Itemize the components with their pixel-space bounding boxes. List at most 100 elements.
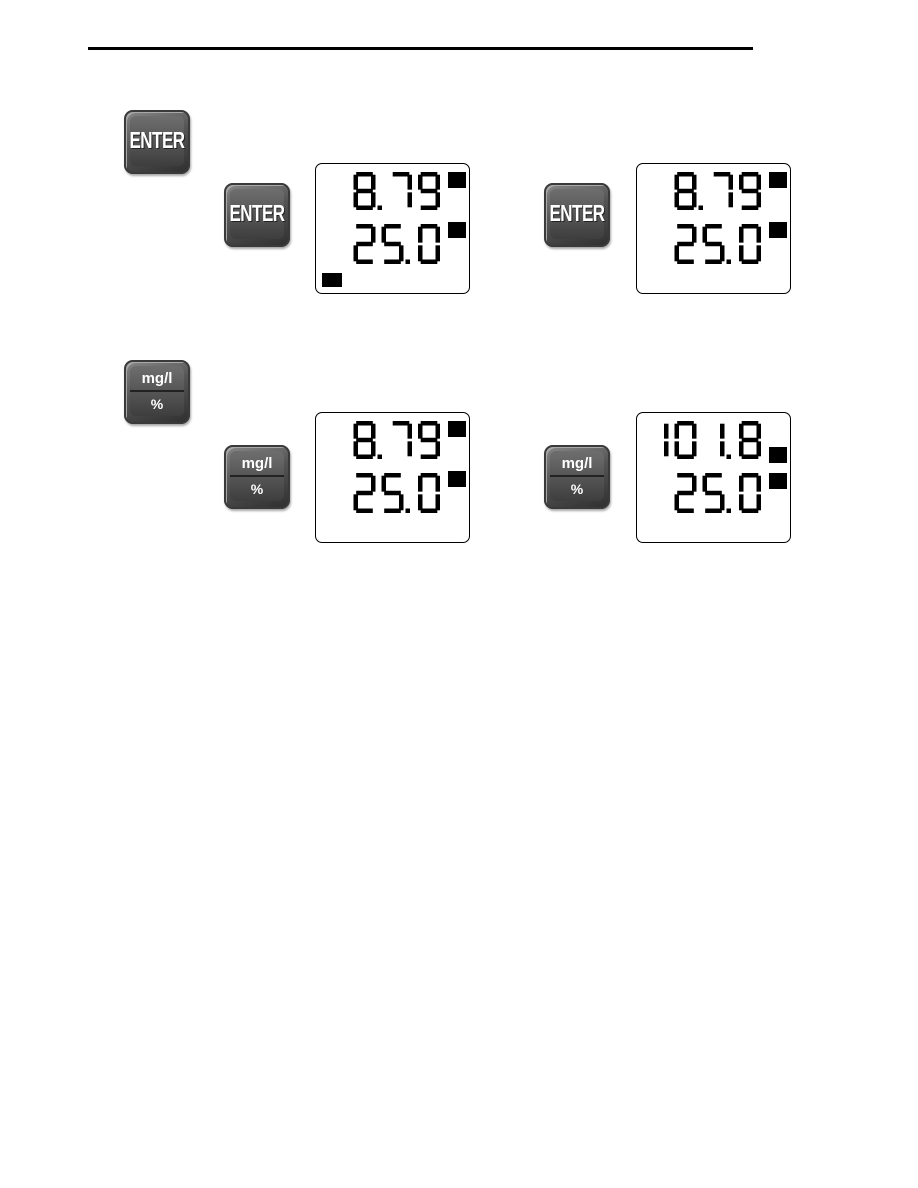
- lcd-segment: [677, 189, 694, 194]
- lcd-segment: [421, 473, 438, 478]
- lcd-segment: [384, 473, 401, 478]
- lcd-segment: [418, 227, 423, 243]
- lcd-segment: [742, 224, 759, 229]
- lcd-segment: [739, 245, 744, 261]
- mg-pct-key-small[interactable]: mg/l %: [224, 445, 290, 509]
- lcd-segment: [742, 206, 759, 211]
- lcd-segment: [692, 227, 697, 243]
- lcd-segment: [664, 441, 669, 456]
- lcd-segment: [757, 441, 762, 456]
- lcd-decimal-point: [378, 206, 383, 211]
- lcd-segment: [677, 260, 694, 265]
- lcd-segment: [354, 494, 359, 510]
- lcd-segment: [436, 476, 441, 492]
- mg-key-label: mg/l: [130, 366, 184, 392]
- lcd-segment: [692, 192, 697, 207]
- lcd-segment: [677, 509, 694, 514]
- lcd-segment: [757, 424, 762, 439]
- lcd-segment: [675, 441, 680, 456]
- lcd-segment: [421, 260, 438, 265]
- lcd-segment: [418, 494, 423, 510]
- lcd-segment: [393, 421, 410, 426]
- lcd-segment: [436, 192, 441, 207]
- lcd-segment: [677, 224, 694, 229]
- lcd-segment: [742, 509, 759, 514]
- lcd-segment: [757, 175, 762, 190]
- lcd-segment: [692, 175, 697, 190]
- lcd-segment: [354, 192, 359, 207]
- mg-pct-key[interactable]: mg/l %: [124, 360, 190, 424]
- lcd-status-indicator: [322, 273, 342, 287]
- lcd-decimal-point: [699, 206, 704, 211]
- lcd-segment: [421, 438, 438, 443]
- lcd-segment: [692, 441, 697, 456]
- enter-key-small[interactable]: ENTER: [544, 183, 610, 247]
- lcd-annunciator: [769, 222, 787, 238]
- lcd-segment: [356, 206, 373, 211]
- lcd-segment: [675, 175, 680, 190]
- lcd-segment: [408, 175, 413, 190]
- lcd-segment: [742, 172, 759, 177]
- lcd-segment: [739, 175, 744, 190]
- lcd-decimal-point: [727, 455, 732, 460]
- lcd-segment: [399, 494, 404, 510]
- mg-pct-key-small[interactable]: mg/l %: [544, 445, 610, 509]
- enter-key-small[interactable]: ENTER: [224, 183, 290, 247]
- lcd-segment: [705, 491, 722, 496]
- lcd-segment: [720, 441, 725, 456]
- lcd-segment: [705, 509, 722, 514]
- lcd-segment: [677, 242, 694, 247]
- lcd-display-mg: [315, 412, 470, 543]
- lcd-decimal-point: [406, 509, 411, 514]
- lcd-segment: [356, 473, 373, 478]
- lcd-segment: [720, 424, 725, 439]
- lcd-annunciator: [769, 172, 787, 188]
- lcd-segment: [677, 491, 694, 496]
- lcd-segment: [408, 441, 413, 456]
- lcd-segment: [421, 455, 438, 460]
- lcd-segment: [354, 424, 359, 439]
- lcd-segment: [739, 494, 744, 510]
- lcd-annunciator: [769, 473, 787, 489]
- lcd-segment: [739, 227, 744, 243]
- lcd-segment: [436, 175, 441, 190]
- lcd-segment: [705, 260, 722, 265]
- lcd-segment: [675, 245, 680, 261]
- lcd-segment: [384, 242, 401, 247]
- lcd-segment: [705, 242, 722, 247]
- lcd-annunciator: [448, 172, 466, 188]
- lcd-segment: [384, 224, 401, 229]
- lcd-segment: [436, 227, 441, 243]
- lcd-segment: [742, 438, 759, 443]
- lcd-segment: [356, 260, 373, 265]
- lcd-segment: [356, 189, 373, 194]
- lcd-segment: [399, 245, 404, 261]
- lcd-segment: [742, 189, 759, 194]
- lcd-segment: [356, 438, 373, 443]
- lcd-segment: [356, 491, 373, 496]
- lcd-segment: [418, 245, 423, 261]
- lcd-segment: [757, 192, 762, 207]
- mg-key-label: mg/l: [230, 451, 284, 477]
- lcd-segment: [371, 227, 376, 243]
- lcd-segment: [742, 260, 759, 265]
- lcd-segment: [742, 473, 759, 478]
- lcd-segment: [356, 172, 373, 177]
- lcd-segment: [436, 494, 441, 510]
- pct-key-label: %: [130, 392, 184, 416]
- lcd-segment: [371, 424, 376, 439]
- lcd-display-pct: [636, 412, 791, 543]
- lcd-segment: [757, 494, 762, 510]
- lcd-display-enter-after: [636, 163, 791, 294]
- enter-key[interactable]: ENTER: [124, 110, 190, 174]
- lcd-decimal-point: [378, 455, 383, 460]
- lcd-segment: [677, 172, 694, 177]
- lcd-segment: [757, 476, 762, 492]
- lcd-segment: [720, 245, 725, 261]
- lcd-segment: [703, 227, 708, 243]
- lcd-segment: [371, 175, 376, 190]
- lcd-segment: [436, 424, 441, 439]
- lcd-segment: [384, 491, 401, 496]
- lcd-segment: [677, 473, 694, 478]
- lcd-decimal-point: [727, 509, 732, 514]
